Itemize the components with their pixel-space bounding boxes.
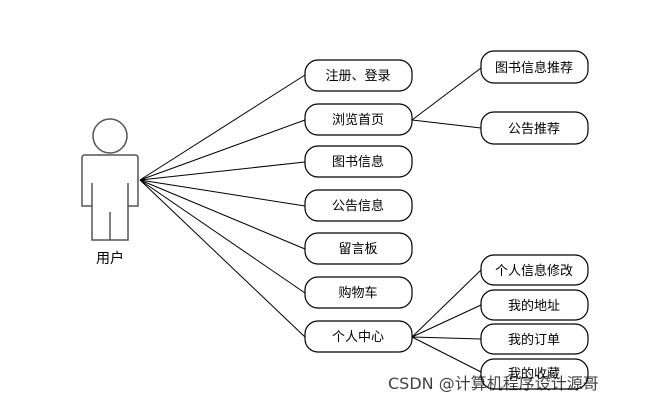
- use-case-label: 图书信息推荐: [495, 60, 573, 76]
- edge-actor-message-board: [139, 179, 306, 250]
- use-case-label: 浏览首页: [332, 112, 384, 128]
- edge-actor-book-info: [139, 161, 306, 181]
- use-case-label: 注册、登录: [325, 69, 390, 84]
- edge-center-my-favorites: [411, 336, 482, 373]
- use-case-browse-home[interactable]: 浏览首页: [304, 103, 413, 136]
- use-case-book-info[interactable]: 图书信息: [304, 145, 413, 178]
- use-case-label: 公告推荐: [508, 122, 560, 137]
- use-case-label: 我的收藏: [508, 366, 560, 382]
- edges: [139, 67, 482, 373]
- use-case-my-favorites[interactable]: 我的收藏: [480, 358, 589, 390]
- use-case-register-login[interactable]: 注册、登录: [304, 59, 413, 92]
- edge-actor-shopping-cart: [139, 179, 306, 294]
- use-case-notice-info[interactable]: 公告信息: [304, 189, 413, 222]
- watermark: CSDN @计算机程序设计源哥: [388, 374, 599, 393]
- use-case-label: 个人信息修改: [495, 263, 573, 279]
- use-case-shopping-cart[interactable]: 购物车: [304, 276, 413, 309]
- use-case-notice-recommend[interactable]: 公告推荐: [480, 111, 589, 145]
- use-case-message-board[interactable]: 留言板: [304, 232, 413, 265]
- use-case-label: 购物车: [338, 285, 377, 301]
- use-case-label: 我的地址: [508, 298, 560, 314]
- use-case-label: 我的订单: [508, 332, 560, 348]
- use-case-label: 留言板: [338, 242, 377, 257]
- use-case-label: 公告信息: [332, 198, 384, 214]
- use-case-personal-center[interactable]: 个人中心: [304, 320, 413, 353]
- edge-actor-personal-center: [139, 179, 306, 338]
- use-case-my-orders[interactable]: 我的订单: [480, 323, 589, 355]
- use-case-my-address[interactable]: 我的地址: [480, 289, 589, 321]
- user-stick-figure-icon: [81, 118, 139, 241]
- use-case-label: 图书信息: [332, 154, 384, 170]
- edge-browse-notice-recommend: [411, 119, 482, 129]
- edge-center-my-orders: [411, 336, 482, 340]
- edge-center-edit-profile: [411, 269, 482, 338]
- edge-actor-browse-home: [139, 119, 306, 181]
- use-case-label: 个人中心: [332, 330, 384, 345]
- edge-center-my-address: [411, 304, 482, 338]
- actor: 用户: [81, 118, 139, 267]
- use-case-edit-profile[interactable]: 个人信息修改: [480, 254, 589, 286]
- use-case-book-recommend[interactable]: 图书信息推荐: [480, 50, 589, 84]
- edge-browse-book-recommend: [411, 67, 482, 121]
- edge-actor-notice-info: [139, 179, 306, 207]
- edge-actor-register-login: [139, 74, 306, 181]
- actor-label: 用户: [96, 250, 124, 267]
